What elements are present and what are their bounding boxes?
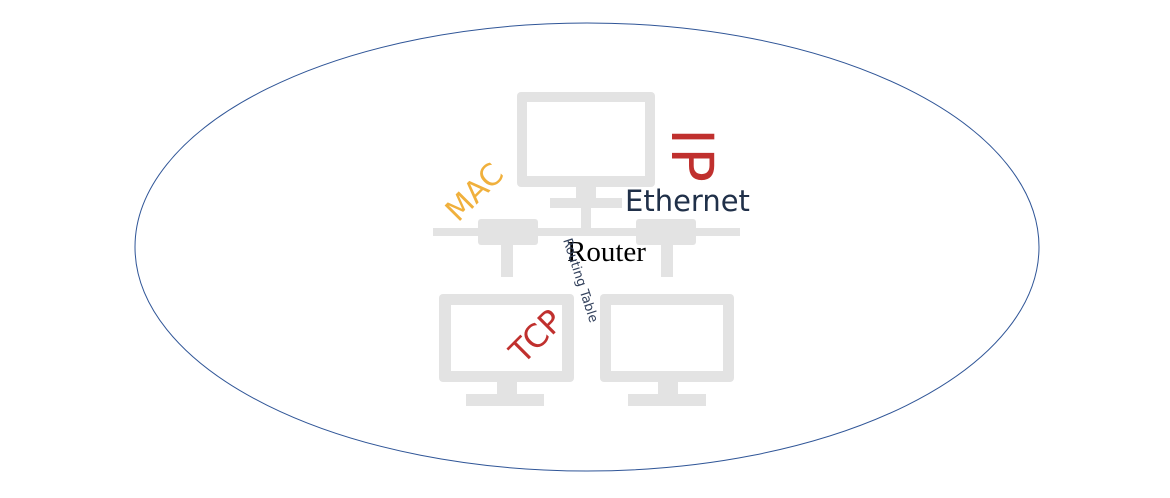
- top-monitor-icon: [517, 92, 655, 208]
- mac-label: MAC: [439, 157, 511, 229]
- network-boundary-ellipse: [134, 22, 1040, 472]
- network-right-drop: [661, 243, 673, 277]
- ip-label: IP: [658, 128, 726, 184]
- network-connection-icon: [433, 92, 740, 406]
- network-hub-right: [636, 219, 696, 245]
- network-left-drop: [501, 243, 513, 277]
- network-center-drop: [581, 207, 591, 230]
- ethernet-label: Ethernet: [625, 184, 750, 218]
- network-bus: [433, 228, 740, 236]
- bottom-right-monitor-icon: [600, 294, 734, 406]
- bottom-left-monitor-icon: [439, 294, 574, 406]
- router-label: Router: [567, 236, 646, 268]
- network-hub-left: [478, 219, 538, 245]
